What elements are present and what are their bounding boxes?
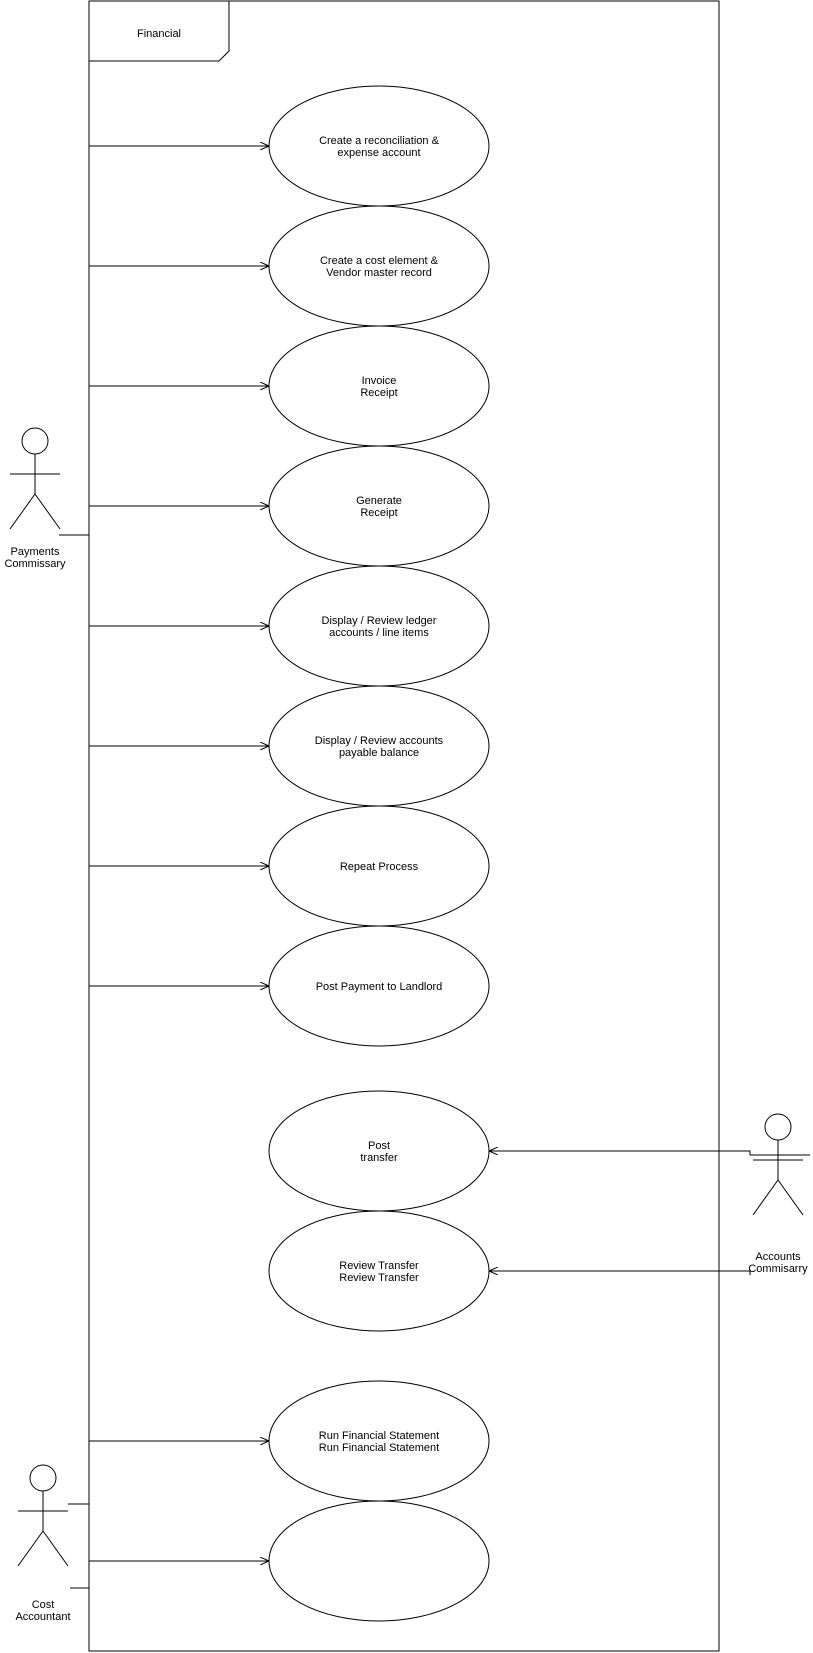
actors: PaymentsCommissaryAccountsCommisarryCost… — [4, 427, 808, 1623]
use-case-label: Invoice — [362, 375, 397, 387]
frame-title: Financial — [137, 28, 181, 40]
use-case-label: Create a cost element & — [320, 255, 439, 267]
association-arrow — [489, 1151, 751, 1155]
use-case-label: expense account — [337, 147, 420, 159]
actor-head — [21, 427, 49, 455]
use-case-label: Post Payment to Landlord — [316, 981, 443, 993]
use-case-label: Display / Review accounts — [315, 735, 444, 747]
use-case-label: Receipt — [360, 507, 397, 519]
use-case-ellipse — [268, 1500, 490, 1622]
actor-label: Accountant — [15, 1611, 70, 1623]
use-case-label: transfer — [360, 1152, 398, 1164]
actor-leg-right — [777, 1179, 804, 1216]
use-case-label: Repeat Process — [340, 861, 419, 873]
associations — [59, 146, 810, 1589]
actor-head — [29, 1464, 57, 1492]
use-case-label: Receipt — [360, 387, 397, 399]
actor-leg-left — [17, 1530, 44, 1567]
use-case-ellipse — [268, 1210, 490, 1332]
actor-leg-left — [752, 1179, 779, 1216]
actor-label: Payments — [11, 546, 60, 558]
use-case-label: Review Transfer — [339, 1260, 419, 1272]
system-boundary — [88, 0, 720, 1652]
use-case-label: Run Financial Statement — [319, 1442, 439, 1454]
actor-leg-right — [42, 1530, 69, 1567]
use-case-ellipse — [268, 925, 490, 1047]
use-case-label: payable balance — [339, 747, 419, 759]
frame-title-tab — [89, 1, 230, 62]
use-case-uc8: Post Payment to Landlord — [268, 925, 490, 1047]
actor-leg-left — [9, 493, 36, 530]
use-case-label: Post — [368, 1140, 390, 1152]
use-case-uc12 — [268, 1500, 490, 1622]
actor-head — [764, 1113, 792, 1141]
actor-label: Commissary — [4, 558, 66, 570]
actor-label: Cost — [32, 1599, 55, 1611]
use-case-label: accounts / line items — [329, 627, 429, 639]
use-case-uc2: Create a cost element &Vendor master rec… — [268, 205, 490, 327]
actor-leg-right — [34, 493, 61, 530]
use-case-uc1: Create a reconciliation &expense account — [268, 85, 490, 207]
use-case-label: Create a reconciliation & — [319, 135, 440, 147]
use-case-uc7: Repeat Process — [268, 805, 490, 927]
use-case-label: Generate — [356, 495, 402, 507]
use-case-label: Display / Review ledger — [322, 615, 437, 627]
use-case-label: Run Financial Statement — [319, 1430, 439, 1442]
use-cases: Create a reconciliation &expense account… — [268, 85, 490, 1622]
actor-label: Commisarry — [748, 1263, 808, 1275]
association-arrow — [489, 1271, 751, 1275]
use-case-label: Review Transfer — [339, 1272, 419, 1284]
actor-label: Accounts — [755, 1251, 801, 1263]
use-case-label: Vendor master record — [326, 267, 432, 279]
